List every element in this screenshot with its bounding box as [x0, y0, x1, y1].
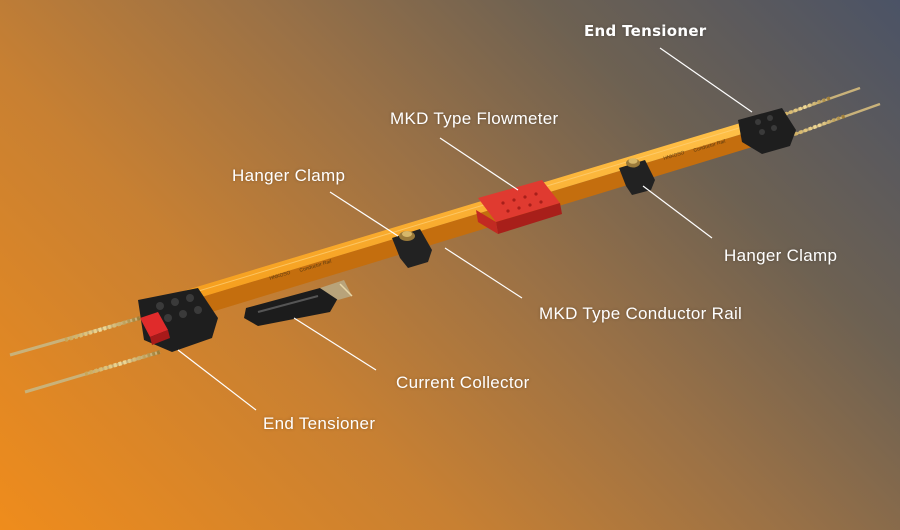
leader-end-tensioner-bottom [177, 349, 257, 411]
leader-hanger-clamp-left [329, 191, 399, 237]
hanger-clamp-right [619, 158, 655, 195]
current-collector [244, 280, 353, 326]
hanger-clamp-left [392, 229, 432, 268]
label-hanger-clamp-left: Hanger Clamp [232, 166, 346, 185]
leader-flowmeter [439, 137, 519, 191]
label-flowmeter: MKD Type Flowmeter [390, 109, 559, 128]
label-current-collector: Current Collector [396, 373, 530, 392]
label-conductor-rail: MKD Type Conductor Rail [539, 304, 743, 323]
label-hanger-clamp-right: Hanger Clamp [724, 246, 838, 265]
leader-hanger-clamp-right [642, 185, 713, 239]
label-end-tensioner-bottom: End Tensioner [263, 414, 376, 433]
flowmeter-block [476, 180, 562, 234]
end-tensioner-right [738, 86, 881, 154]
conductor-rail: HNKOSO Conductor Rail HNKOSO Conductor R… [180, 118, 772, 317]
leader-current-collector [293, 317, 377, 371]
label-end-tensioner-top: End Tensioner [584, 22, 707, 40]
leader-end-tensioner-top [659, 47, 753, 113]
leader-conductor-rail [444, 247, 523, 299]
leader-lines [177, 47, 753, 411]
end-tensioner-left [9, 288, 218, 394]
